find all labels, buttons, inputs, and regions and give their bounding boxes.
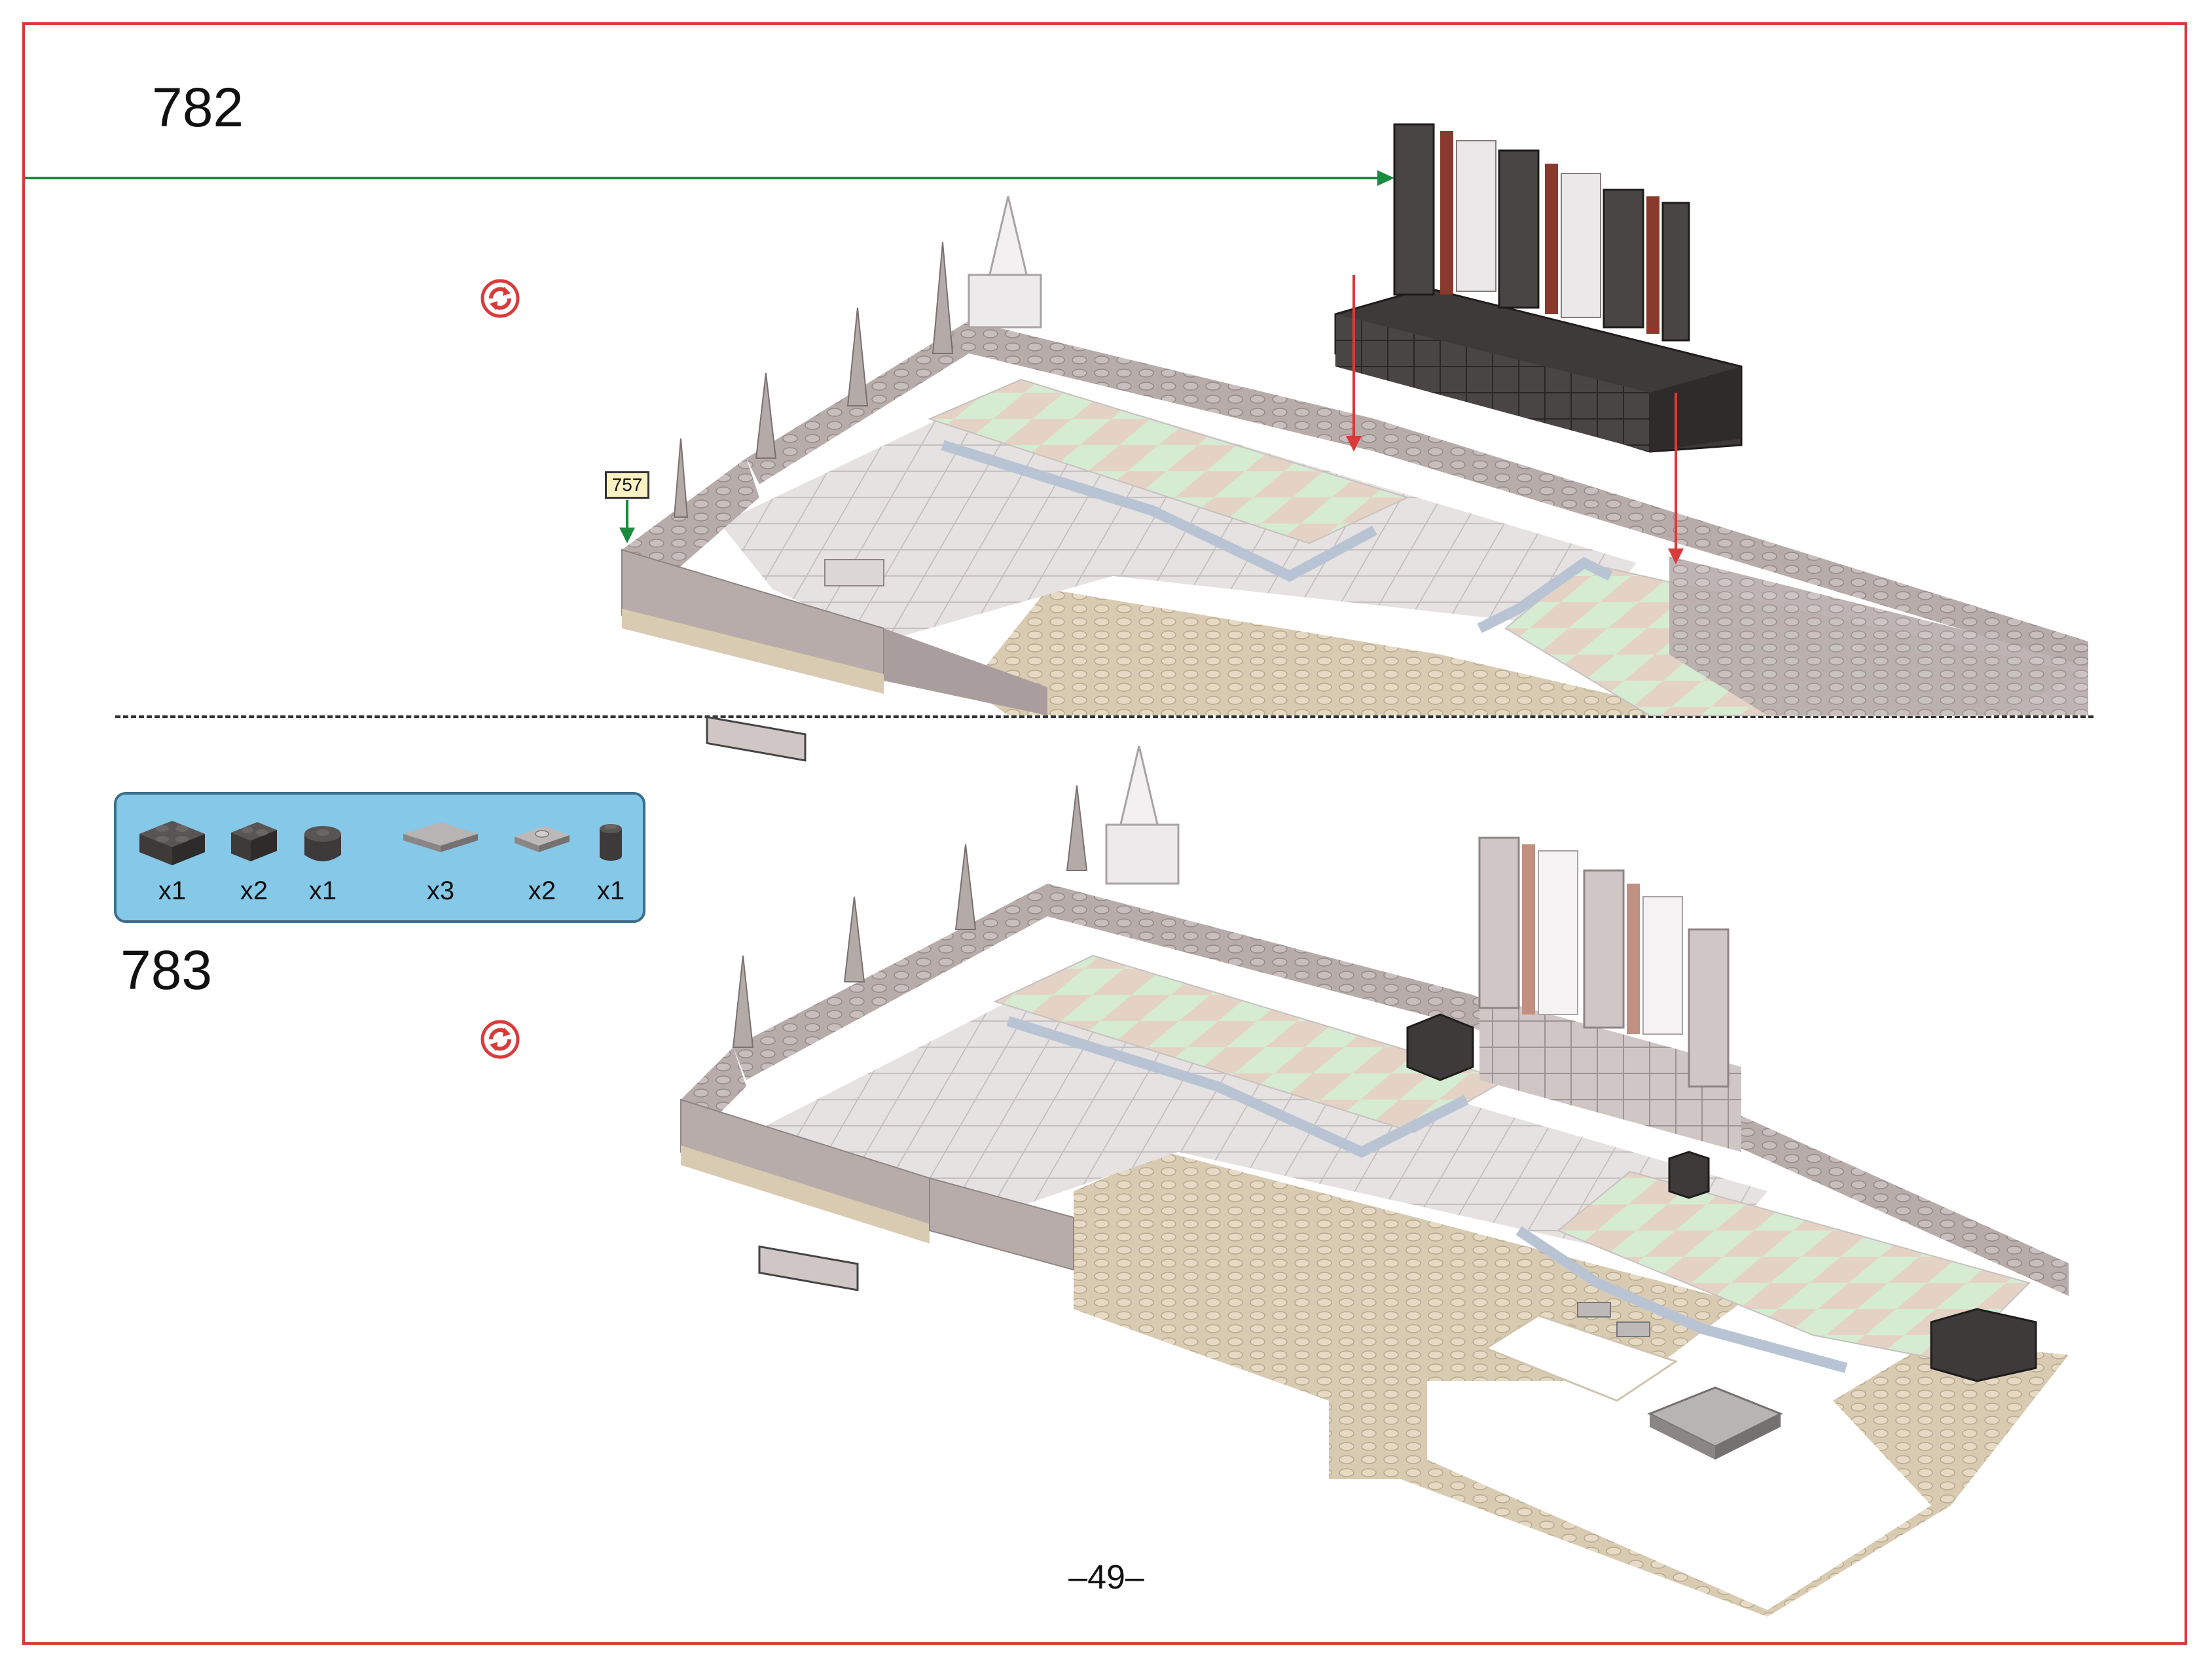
part-qty: x1 (158, 876, 187, 905)
dark-wall-assembly (1334, 123, 1743, 564)
step-782-model (621, 196, 2088, 762)
step-783-model (680, 746, 2069, 1617)
gray-jumper-plate-icon (515, 826, 570, 852)
step-number-782: 782 (152, 77, 244, 138)
step-divider (115, 715, 2094, 718)
dark-brick-1x2-icon (231, 822, 277, 861)
step-reference-tag: 757 (605, 471, 649, 499)
assembly-arrow (25, 170, 1394, 186)
part-qty: x3 (426, 876, 455, 905)
part-qty: x1 (308, 876, 337, 905)
part-gray-jumper-plate: x2 (503, 795, 581, 920)
parts-list-panel: x1 x2 x1 x3 x2 (114, 792, 645, 923)
reference-arrow (619, 500, 635, 543)
dark-brick-2x2-icon (139, 821, 205, 865)
part-dark-round-brick: x1 (585, 795, 637, 920)
part-gray-tile-2x2: x3 (391, 795, 490, 920)
part-qty: x2 (528, 876, 556, 905)
gray-tile-2x2-icon (403, 822, 478, 852)
rotate-icon (480, 279, 520, 318)
dark-brick-round-icon (304, 826, 341, 861)
page-number: –49– (1068, 1558, 1144, 1596)
part-dark-brick-round-side: x1 (290, 795, 355, 920)
dark-round-brick-icon (600, 824, 622, 861)
part-dark-brick-2x2: x1 (130, 795, 215, 920)
part-qty: x2 (240, 876, 268, 905)
step-number-783: 783 (120, 939, 213, 1001)
page-border (22, 22, 2187, 1645)
part-dark-brick-1x2: x2 (218, 795, 290, 920)
rotate-icon (480, 1020, 520, 1059)
part-qty: x1 (596, 876, 625, 905)
